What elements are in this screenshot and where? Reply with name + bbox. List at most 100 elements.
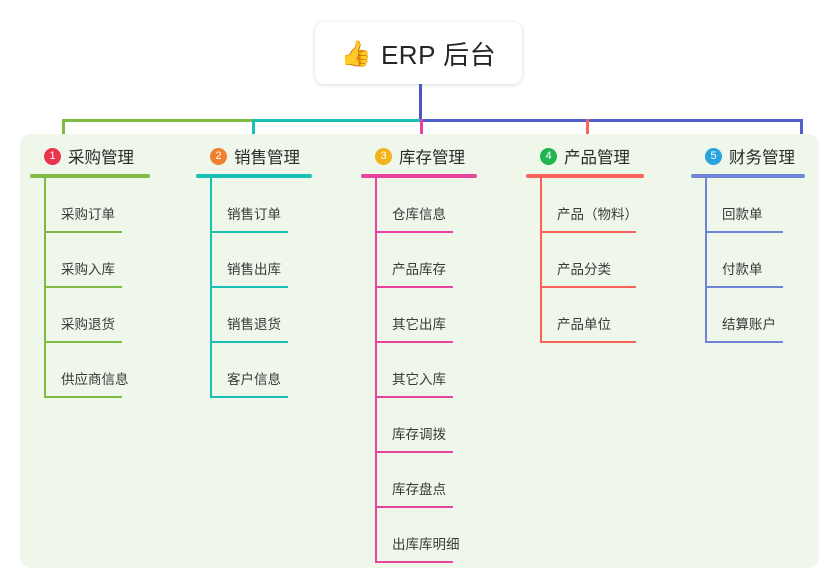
item-rail	[540, 231, 636, 233]
branch-items: 采购订单采购入库采购退货供应商信息	[30, 178, 180, 398]
item-rail	[375, 341, 453, 343]
branch-item[interactable]: 销售退货	[196, 288, 346, 343]
item-label: 仓库信息	[392, 207, 446, 222]
item-rail	[375, 396, 453, 398]
branches-panel	[20, 134, 819, 568]
item-label: 供应商信息	[61, 372, 129, 387]
branch-items: 回款单付款单结算账户	[691, 178, 839, 343]
drop-connector-3	[420, 119, 423, 148]
branch-column-1: 1 采购管理采购订单采购入库采购退货供应商信息	[30, 143, 180, 398]
item-spine	[210, 343, 212, 398]
branch-column-4: 4 产品管理产品（物料） 产品分类产品单位	[526, 143, 686, 343]
branch-item[interactable]: 其它入库	[361, 343, 511, 398]
branch-item[interactable]: 结算账户	[691, 288, 839, 343]
item-label: 销售出库	[227, 262, 281, 277]
item-label: 产品分类	[557, 262, 611, 277]
branch-item[interactable]: 其它出库	[361, 288, 511, 343]
branch-title: 采购管理	[68, 149, 134, 167]
branch-item[interactable]: 采购退货	[30, 288, 180, 343]
branch-items: 销售订单销售出库销售退货客户信息	[196, 178, 346, 398]
item-rail	[44, 341, 122, 343]
branch-item[interactable]: 供应商信息	[30, 343, 180, 398]
item-label: 采购入库	[61, 262, 115, 277]
branch-item[interactable]: 销售订单	[196, 178, 346, 233]
item-spine	[44, 233, 46, 288]
item-rail	[375, 561, 453, 563]
item-rail	[540, 341, 636, 343]
drop-connector-5	[800, 119, 803, 148]
item-rail	[375, 231, 453, 233]
branch-title: 产品管理	[564, 149, 630, 167]
branch-items: 仓库信息产品库存其它出库其它入库库存调拨库存盘点出库库明细	[361, 178, 511, 563]
branch-item[interactable]: 产品（物料）	[526, 178, 686, 233]
branch-title: 财务管理	[729, 149, 795, 167]
root-node-card[interactable]: 👍 ERP 后台	[315, 22, 522, 84]
item-spine	[44, 343, 46, 398]
item-label: 出库库明细	[392, 537, 460, 552]
item-spine	[375, 233, 377, 288]
branch-underline	[526, 174, 644, 178]
branch-item[interactable]: 客户信息	[196, 343, 346, 398]
item-label: 库存盘点	[392, 482, 446, 497]
item-label: 采购订单	[61, 207, 115, 222]
branch-index-badge: 4	[540, 147, 557, 165]
item-label: 库存调拨	[392, 427, 446, 442]
item-spine	[210, 288, 212, 343]
item-label: 采购退货	[61, 317, 115, 332]
item-spine	[540, 288, 542, 343]
item-rail	[375, 451, 453, 453]
item-spine	[375, 288, 377, 343]
item-spine	[705, 288, 707, 343]
item-spine	[44, 178, 46, 233]
item-label: 付款单	[722, 262, 763, 277]
branch-item[interactable]: 库存盘点	[361, 453, 511, 508]
branch-header-1[interactable]: 1 采购管理	[30, 143, 180, 169]
item-spine	[375, 178, 377, 233]
item-rail	[44, 286, 122, 288]
item-spine	[44, 288, 46, 343]
branch-item[interactable]: 出库库明细	[361, 508, 511, 563]
bus-segment-1	[62, 119, 252, 122]
branch-underline	[691, 174, 805, 178]
branch-item[interactable]: 产品单位	[526, 288, 686, 343]
item-spine	[375, 508, 377, 563]
item-rail	[705, 231, 783, 233]
item-label: 产品单位	[557, 317, 611, 332]
item-spine	[705, 178, 707, 233]
item-label: 其它入库	[392, 372, 446, 387]
branch-header-4[interactable]: 4 产品管理	[526, 143, 686, 169]
branch-item[interactable]: 回款单	[691, 178, 839, 233]
item-label: 其它出库	[392, 317, 446, 332]
branch-index-badge: 1	[44, 147, 61, 165]
branch-underline	[361, 174, 477, 178]
branch-item[interactable]: 付款单	[691, 233, 839, 288]
drop-connector-1	[62, 119, 65, 148]
branch-item[interactable]: 产品库存	[361, 233, 511, 288]
branch-item[interactable]: 仓库信息	[361, 178, 511, 233]
branch-item[interactable]: 产品分类	[526, 233, 686, 288]
item-label: 产品（物料）	[557, 207, 638, 222]
thumbs-up-icon: 👍	[340, 39, 372, 68]
root-stem-connector	[419, 84, 422, 122]
item-spine	[540, 233, 542, 288]
branch-item[interactable]: 采购入库	[30, 233, 180, 288]
item-label: 回款单	[722, 207, 763, 222]
branch-item[interactable]: 采购订单	[30, 178, 180, 233]
item-label: 销售退货	[227, 317, 281, 332]
item-rail	[705, 341, 783, 343]
item-spine	[375, 398, 377, 453]
item-rail	[540, 286, 636, 288]
branch-item[interactable]: 销售出库	[196, 233, 346, 288]
branch-item[interactable]: 库存调拨	[361, 398, 511, 453]
item-rail	[210, 396, 288, 398]
item-rail	[375, 286, 453, 288]
item-spine	[210, 233, 212, 288]
item-label: 客户信息	[227, 372, 281, 387]
